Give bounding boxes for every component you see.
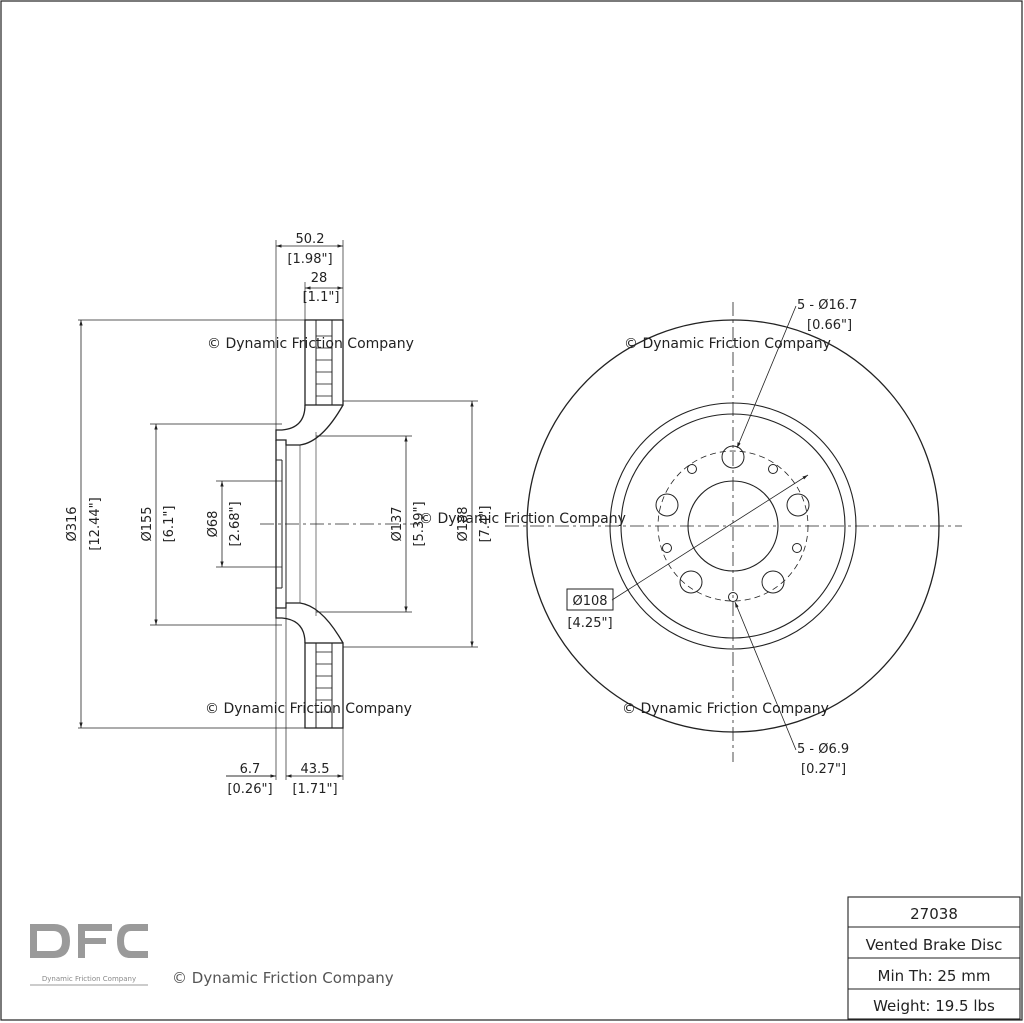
bolt-holes-in: [0.66"]: [807, 318, 852, 333]
outer-diameter-in: [12.44"]: [88, 497, 103, 550]
weight: Weight: 19.5 lbs: [873, 997, 995, 1015]
bolt-hole: [761, 570, 785, 594]
rotor-outer-edge: [526, 319, 940, 733]
small-hole: [792, 543, 802, 553]
bolt-hole: [679, 570, 703, 594]
hat-depth-mm: 43.5: [301, 762, 330, 777]
overall-width-mm: 50.2: [296, 232, 325, 247]
side-lower-ring: [304, 642, 344, 729]
side-view-labels: 50.2 [1.98"] 28 [1.1"] Ø316 [12.44"] Ø15…: [65, 232, 493, 797]
logo-subtitle: Dynamic Friction Company: [42, 975, 136, 983]
bolt-hole: [655, 493, 679, 517]
hat-offset-in: [0.26"]: [227, 782, 272, 797]
watermark-text: © Dynamic Friction Company: [205, 701, 412, 717]
small-holes-mm: 5 - Ø6.9: [797, 742, 849, 757]
watermark-text: © Dynamic Friction Company: [624, 336, 831, 352]
small-holes-in: [0.27"]: [801, 762, 846, 777]
small-hole: [768, 464, 778, 474]
logo-letter-f: [78, 924, 85, 958]
vane-diameter-mm: Ø188: [456, 506, 471, 541]
small-hole: [728, 592, 738, 602]
side-upper-ring: [304, 319, 344, 406]
outer-diameter-mm: Ø316: [65, 506, 80, 541]
footer-copyright: © Dynamic Friction Company: [172, 969, 394, 987]
part-number: 27038: [910, 905, 958, 923]
watermark-text: © Dynamic Friction Company: [207, 336, 414, 352]
small-hole: [687, 464, 697, 474]
bolt-circle-label-box: [566, 588, 614, 611]
small-hole: [662, 543, 672, 553]
bolt-holes: [655, 445, 810, 594]
bolt-circle-mm: Ø108: [572, 594, 607, 609]
overall-width-in: [1.98"]: [287, 252, 332, 267]
bolt-hole: [721, 445, 745, 469]
side-view: [78, 240, 478, 780]
logo-letter-d: [30, 924, 70, 958]
side-upper-hat: [275, 404, 344, 446]
hat-depth-in: [1.71"]: [292, 782, 337, 797]
hat-inner-edge: [620, 413, 846, 639]
bolt-circle-in: [4.25"]: [567, 616, 612, 631]
hat-outer-edge: [609, 402, 857, 650]
front-view-labels: 5 - Ø16.7 [0.66"] Ø108 [4.25"] 5 - Ø6.9 …: [567, 298, 857, 777]
bolt-hole: [786, 493, 810, 517]
watermarks: © Dynamic Friction Company © Dynamic Fri…: [205, 336, 831, 717]
vane-diameter-in: [7.4"]: [478, 506, 493, 543]
watermark-text: © Dynamic Friction Company: [419, 511, 626, 527]
logo-letter-c: [117, 924, 148, 958]
part-description: Vented Brake Disc: [866, 936, 1003, 954]
friction-width-in: [1.1"]: [303, 290, 340, 305]
hat-diameter-in: [6.1"]: [162, 506, 177, 543]
hat-offset-mm: 6.7: [240, 762, 261, 777]
center-bore-in: [2.68"]: [228, 501, 243, 546]
side-lower-hat: [275, 602, 344, 644]
inner-diameter-in: [5.39"]: [412, 501, 427, 546]
side-extension-lines: [78, 240, 478, 780]
center-bore-mm: Ø68: [206, 511, 221, 538]
inner-diameter-mm: Ø137: [390, 506, 405, 541]
friction-width-mm: 28: [311, 271, 328, 286]
front-leaders: [611, 305, 809, 751]
min-thickness: Min Th: 25 mm: [878, 967, 991, 985]
center-bore: [687, 480, 779, 572]
bolt-holes-mm: 5 - Ø16.7: [797, 298, 857, 313]
front-view: [505, 302, 962, 762]
dfc-logo: Dynamic Friction Company: [30, 924, 148, 986]
side-dimension-lines: [79, 244, 474, 778]
hat-diameter-mm: Ø155: [140, 506, 155, 541]
small-holes: [662, 464, 802, 602]
watermark-text: © Dynamic Friction Company: [622, 701, 829, 717]
bolt-circle: [657, 450, 809, 602]
logo-letter-f: [78, 924, 112, 931]
title-block: 27038 Vented Brake Disc Min Th: 25 mm We…: [847, 896, 1021, 1020]
logo-letter-f: [78, 938, 106, 944]
